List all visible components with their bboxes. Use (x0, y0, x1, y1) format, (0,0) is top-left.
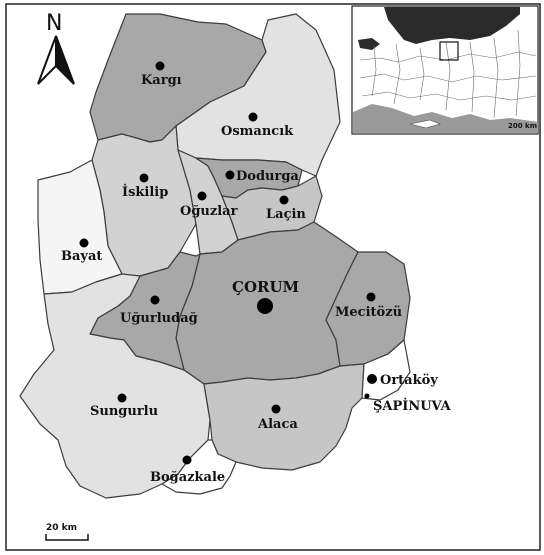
inset-marmara (358, 38, 380, 50)
label-kargi: Kargı (141, 73, 182, 88)
dot-kargi (155, 61, 165, 71)
dot-osmancik (248, 112, 258, 122)
dot-ortakoy (367, 374, 377, 384)
label-ugurludag: Uğurludağ (120, 311, 198, 326)
north-arrow-right-icon (55, 35, 75, 85)
dot-corum (257, 298, 273, 314)
dot-bayat (79, 238, 89, 248)
scale-label: 20 km (46, 523, 77, 533)
inset-cyprus (409, 119, 441, 129)
label-osmancik: Osmancık (221, 124, 294, 139)
label-lacin: Laçin (266, 207, 306, 222)
label-iskilip: İskilip (122, 184, 168, 200)
label-ortakoy: Ortaköy (380, 373, 438, 388)
district-ortakoy (361, 339, 411, 401)
label-sungurlu: Sungurlu (90, 404, 158, 419)
inset-scale-label: 200 km (508, 122, 537, 130)
north-arrow: N (37, 11, 75, 85)
scale-bar-line (45, 534, 89, 541)
district-bogazkale (161, 439, 237, 495)
district-dots (79, 61, 377, 465)
dot-oguzlar (197, 191, 207, 201)
dot-mecitozu (366, 292, 376, 302)
district-sungurlu (19, 273, 211, 499)
dot-bogazkale (182, 455, 192, 465)
label-corum: ÇORUM (232, 278, 299, 296)
label-bogazkale: Boğazkale (150, 470, 225, 485)
label-bayat: Bayat (61, 249, 102, 264)
inset-black-sea (384, 7, 520, 44)
inset-mediterranean (353, 104, 538, 133)
label-alaca: Alaca (257, 417, 298, 432)
scale-bar: 20 km (45, 523, 89, 541)
dot-lacin (279, 195, 289, 205)
north-label: N (46, 11, 62, 36)
label-dodurga: Dodurga (236, 169, 299, 184)
label-sapinuva: ŞAPİNUVA (373, 398, 452, 414)
dot-sungurlu (117, 393, 127, 403)
dot-dodurga (225, 170, 235, 180)
dot-alaca (271, 404, 281, 414)
inset-province-lines (359, 29, 537, 119)
districts (19, 13, 411, 499)
label-mecitozu: Mecitözü (335, 305, 402, 320)
dot-sapinuva (364, 393, 370, 399)
inset-map: 200 km (351, 5, 539, 135)
dot-iskilip (139, 173, 149, 183)
label-oguzlar: Oğuzlar (180, 204, 238, 219)
place-labels: Kargı Osmancık Dodurga İskilip Oğuzlar L… (61, 73, 452, 485)
inset-locator-box (439, 41, 459, 61)
dot-ugurludag (150, 295, 160, 305)
